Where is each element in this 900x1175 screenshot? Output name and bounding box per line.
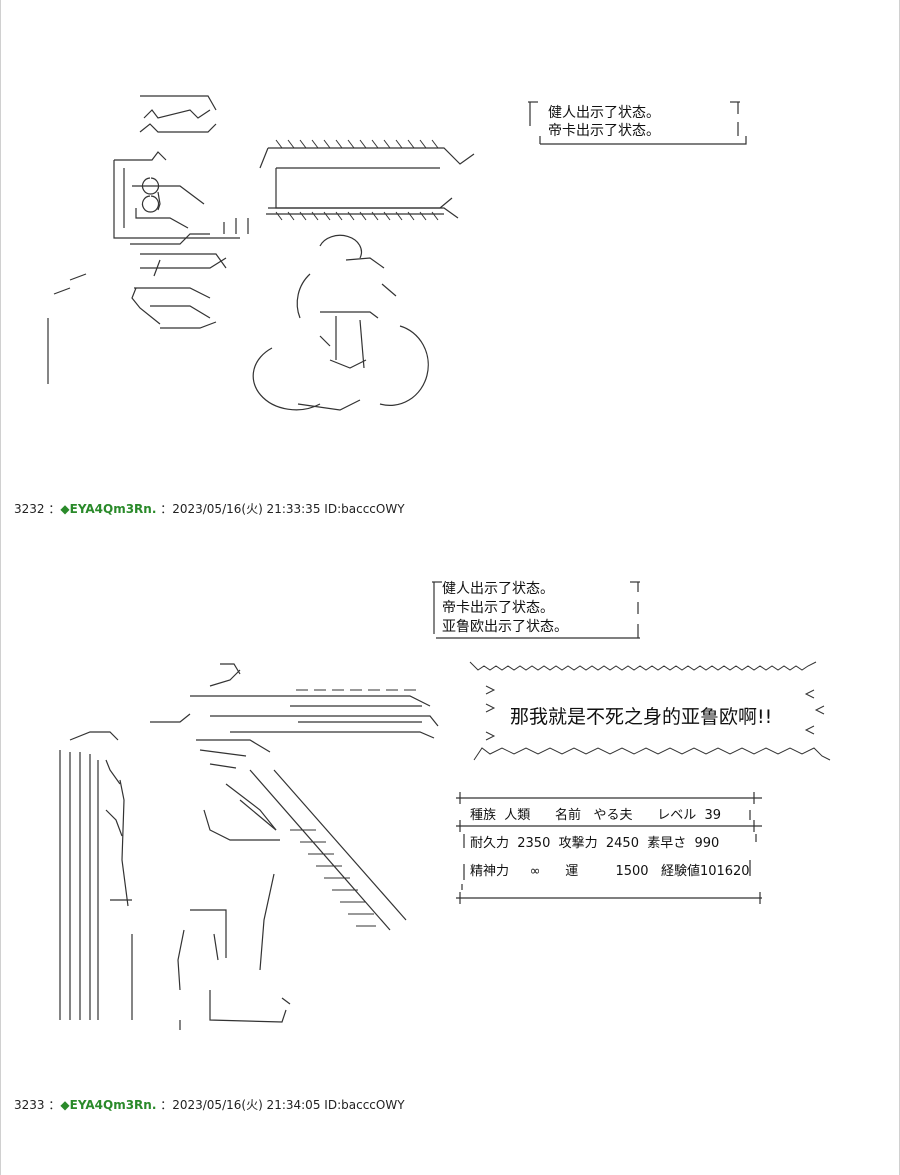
post-header: 3233 ：◆EYA4Qm3Rn. ：2023/05/16(火) 21:34:0… — [14, 1096, 405, 1113]
post-separator: ： — [48, 502, 61, 516]
tripcode: ◆EYA4Qm3Rn. — [60, 1098, 157, 1112]
notice-line: 健人出示了状态。 — [442, 581, 554, 597]
shout-bubble — [468, 660, 838, 766]
post-datetime: ：2023/05/16(火) 21:33:35 — [160, 502, 321, 516]
shout-text: 那我就是不死之身的亚鲁欧啊!! — [510, 706, 773, 728]
post-number[interactable]: 3233 — [14, 1098, 45, 1112]
status-row: 種族 人類 名前 やる夫 レベル 39 — [470, 808, 722, 823]
post-id[interactable]: ID:bacccOWY — [324, 502, 405, 516]
status-row: 耐久力 2350 攻撃力 2450 素早さ 990 — [470, 836, 720, 851]
post-header: 3232 ：◆EYA4Qm3Rn. ：2023/05/16(火) 21:33:3… — [14, 500, 405, 517]
tripcode: ◆EYA4Qm3Rn. — [60, 502, 157, 516]
ascii-art-panel2-figure — [50, 660, 450, 1030]
ascii-art-panel1-figure — [40, 88, 500, 428]
post-separator: ： — [48, 1098, 61, 1112]
post-number[interactable]: 3232 — [14, 502, 45, 516]
notice-line: 帝卡出示了状态。 — [548, 123, 660, 139]
post-id[interactable]: ID:bacccOWY — [324, 1098, 405, 1112]
notice-line: 健人出示了状态。 — [548, 105, 660, 121]
left-border — [0, 0, 1, 1175]
status-row: 精神力 ∞ 運 1500 経験値101620 — [470, 864, 750, 879]
notice-line: 亚鲁欧出示了状态。 — [442, 619, 568, 635]
post-datetime: ：2023/05/16(火) 21:34:05 — [160, 1098, 321, 1112]
notice-line: 帝卡出示了状态。 — [442, 600, 554, 616]
status-table-frame — [454, 790, 766, 910]
